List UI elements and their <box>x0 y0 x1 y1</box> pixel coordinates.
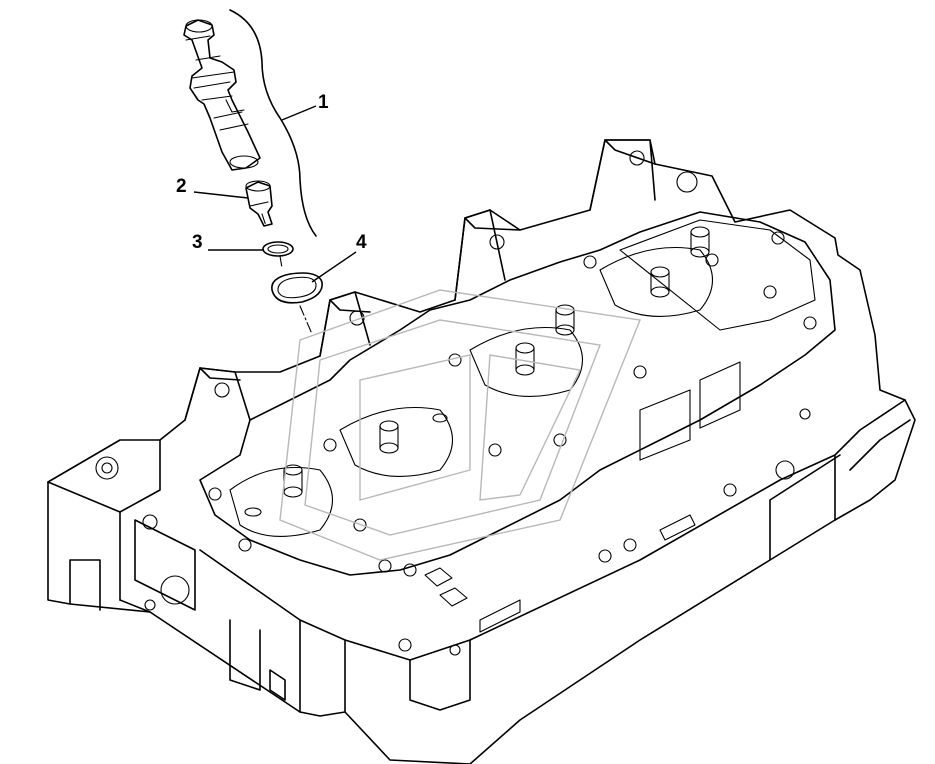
callout-number-4: 4 <box>356 232 367 253</box>
callout-number-1: 1 <box>318 92 329 113</box>
cylinder-head <box>47 139 916 764</box>
injector-bores <box>244 226 710 517</box>
callout-number-2: 2 <box>176 176 187 197</box>
leader-line-4 <box>311 251 357 283</box>
watermark-logo <box>279 289 641 561</box>
large-seal-ring <box>271 272 323 304</box>
assembly-axis-line <box>261 213 313 335</box>
callout-brace <box>229 9 317 237</box>
injector-part <box>183 19 261 171</box>
leader-line-2 <box>193 191 249 199</box>
port-group <box>229 219 816 537</box>
bolt-holes <box>208 231 817 656</box>
callout-number-3: 3 <box>192 232 203 253</box>
leader-line-1 <box>281 105 317 121</box>
small-seal-ring <box>262 241 294 257</box>
nozzle-part <box>245 180 273 227</box>
